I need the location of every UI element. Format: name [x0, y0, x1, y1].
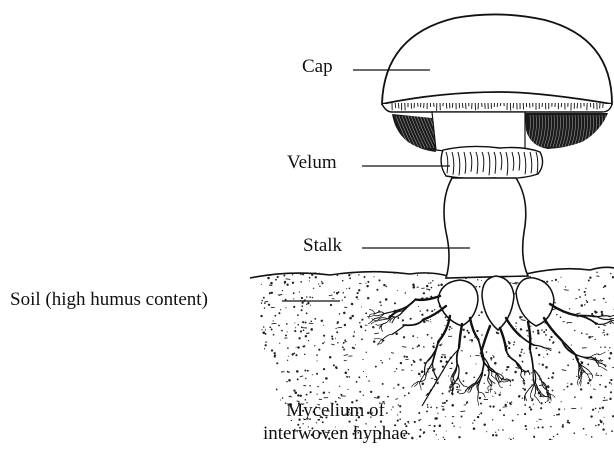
gills-left	[392, 114, 436, 152]
stalk-label: Stalk	[303, 235, 342, 257]
mycelium-label-line-2: interwoven hyphae	[263, 422, 408, 445]
stalk-shape	[444, 178, 528, 278]
soil-surface-line	[250, 267, 614, 278]
mycelium-leader-line	[422, 350, 458, 406]
stalk-bulbs	[438, 276, 554, 330]
cap-shape	[382, 14, 612, 152]
mycelium-label-line-1: Mycelium of	[263, 399, 408, 422]
soil-label: Soil (high humus content)	[10, 289, 208, 311]
velum-label: Velum	[287, 152, 337, 174]
cap-label: Cap	[302, 56, 333, 78]
velum-ring	[441, 146, 542, 178]
mycelium-label: Mycelium of interwoven hyphae	[263, 399, 408, 445]
